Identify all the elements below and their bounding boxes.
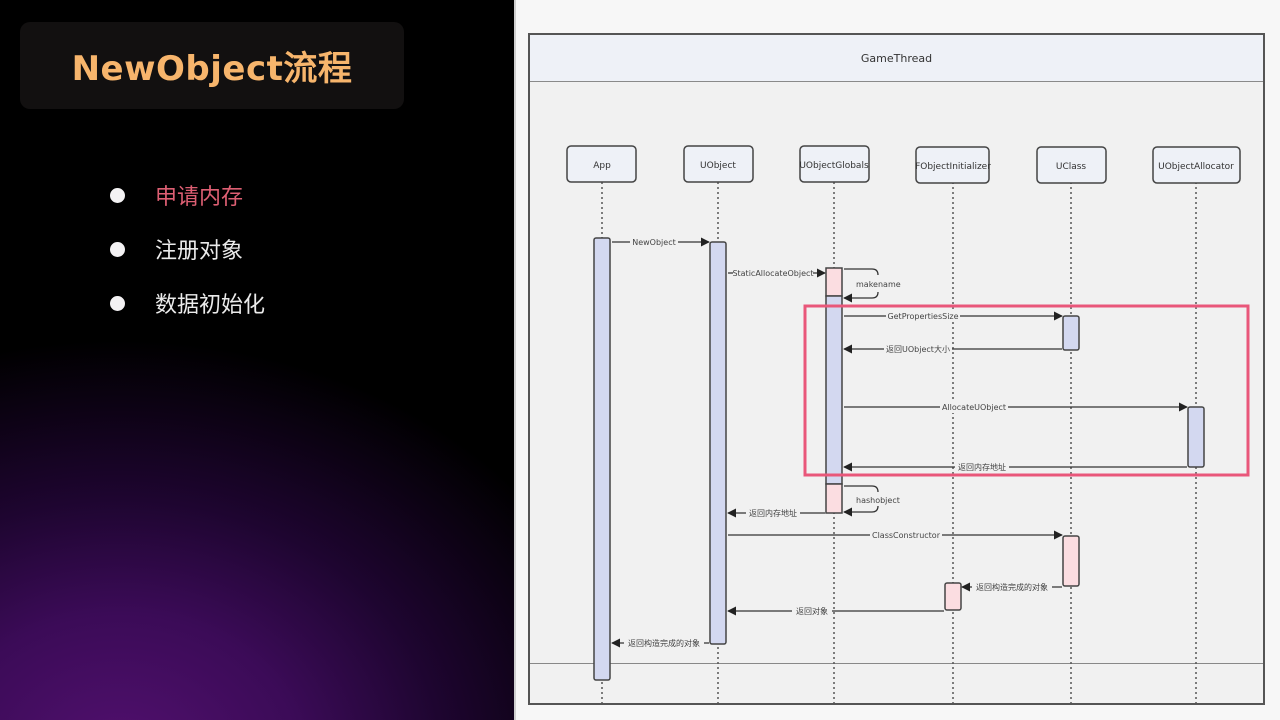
bullet-item: 数据初始化 (110, 276, 265, 330)
participant-uobjectallocator: UObjectAllocator (1152, 146, 1241, 184)
title-card: NewObject流程 (20, 22, 404, 109)
svg-text:UClass: UClass (1056, 162, 1087, 172)
svg-text:UObjectGlobals: UObjectGlobals (799, 161, 869, 171)
svg-text:返回对象: 返回对象 (796, 606, 828, 616)
svg-text:UObject: UObject (700, 161, 736, 171)
participant-uclass: UClass (1036, 146, 1107, 184)
svg-text:App: App (593, 161, 611, 171)
slide-title: NewObject流程 (71, 49, 353, 89)
svg-text:返回UObject大小: 返回UObject大小 (886, 344, 950, 354)
participant-uobject: UObject (683, 145, 754, 183)
svg-text:makename: makename (856, 280, 901, 289)
svg-text:返回内存地址: 返回内存地址 (958, 462, 1006, 472)
frame-title: GameThread (860, 51, 933, 65)
svg-text:ClassConstructor: ClassConstructor (872, 531, 941, 540)
activation-bars (593, 237, 1205, 681)
message-arrows (611, 237, 1188, 648)
bullet-item: 注册对象 (110, 222, 265, 276)
slide-left-panel: NewObject流程 申请内存 注册对象 数据初始化 (0, 0, 514, 720)
svg-text:StaticAllocateObject: StaticAllocateObject (732, 269, 813, 278)
svg-text:返回内存地址: 返回内存地址 (749, 508, 797, 518)
svg-text:hashobject: hashobject (856, 496, 900, 505)
svg-text:返回构造完成的对象: 返回构造完成的对象 (976, 582, 1048, 592)
svg-text:NewObject: NewObject (632, 238, 676, 247)
frame-header: GameThread (530, 35, 1263, 82)
frame-footer-divider (530, 663, 1263, 664)
bullet-label: 注册对象 (155, 239, 244, 264)
message-labels: NewObject StaticAllocateObject makename … (624, 236, 1052, 649)
svg-text:返回构造完成的对象: 返回构造完成的对象 (628, 638, 700, 648)
svg-text:GetPropertiesSize: GetPropertiesSize (887, 312, 958, 321)
highlight-box (803, 304, 1250, 477)
participant-fobjectinitializer: FObjectInitializer (915, 146, 991, 184)
sequence-frame: GameThread (528, 33, 1265, 705)
bullet-dot-icon (110, 187, 125, 203)
lifelines (601, 182, 1197, 705)
svg-text:FObjectInitializer: FObjectInitializer (915, 162, 991, 172)
bullet-dot-icon (110, 241, 125, 257)
bullet-label: 数据初始化 (155, 293, 266, 318)
svg-text:UObjectAllocator: UObjectAllocator (1158, 162, 1234, 172)
bullet-item: 申请内存 (110, 168, 265, 222)
bullet-dot-icon (110, 295, 125, 311)
bullet-label: 申请内存 (155, 185, 244, 210)
svg-text:AllocateUObject: AllocateUObject (942, 403, 1006, 412)
bullet-list: 申请内存 注册对象 数据初始化 (110, 168, 265, 330)
participant-app: App (566, 145, 637, 183)
participant-uobjectglobals: UObjectGlobals (799, 145, 870, 183)
